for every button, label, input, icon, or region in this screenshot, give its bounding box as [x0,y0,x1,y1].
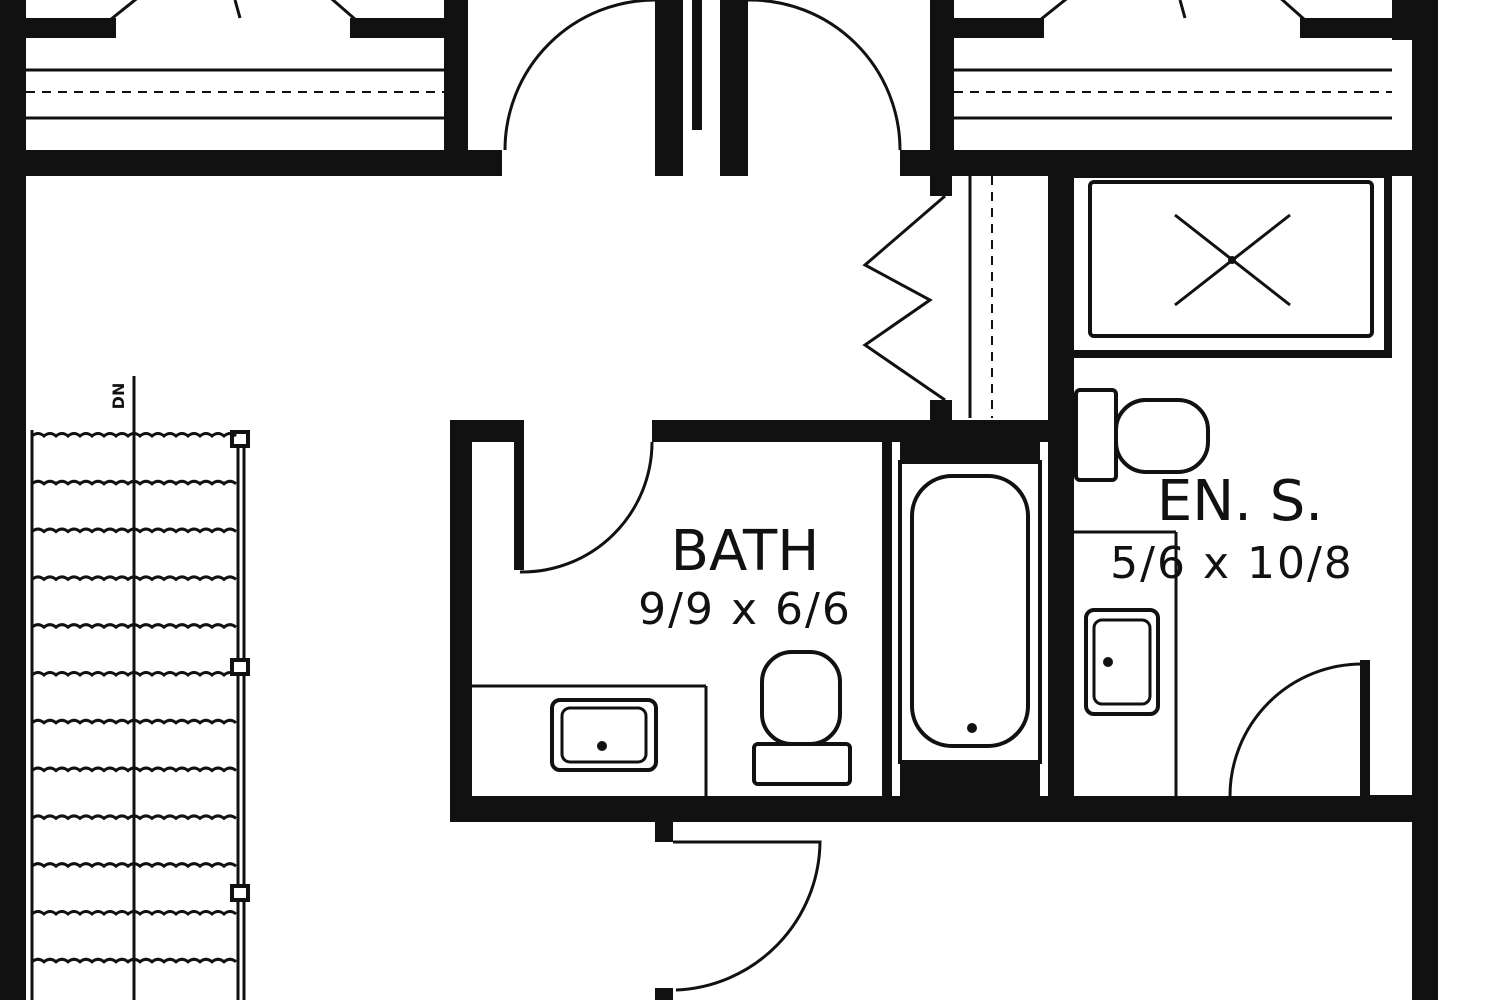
door-bottom [655,820,822,1000]
ensuite-vanity [1074,530,1178,796]
stair-tread [31,718,237,725]
stair-tread [31,910,237,916]
stair-tread [31,623,237,630]
shower-icon [1088,180,1374,338]
ensuite-room-name: EN. S. [1157,469,1323,534]
stair-tread [31,862,237,869]
closet-top-left [26,0,502,176]
bath-room-name: BATH [671,519,820,584]
stair-tread [31,479,237,486]
sink-icon [550,698,658,772]
stair-tread [31,957,237,964]
bath-room-dimensions: 9/9 x 6/6 [638,584,852,635]
ensuite-sink-icon [1084,608,1160,716]
door-top-center [503,0,902,176]
stairs [30,376,250,1000]
toilet-icon [752,650,852,786]
ensuite-door [1228,662,1363,797]
stair-tread [31,432,237,438]
ensuite-toilet-icon [1074,388,1210,482]
exterior-walls [0,0,1438,1000]
bath-door [519,441,654,574]
bathtub-icon [898,460,1042,764]
stairs-down-label: DN [109,383,128,410]
stair-tread [31,527,237,534]
ensuite-room-dimensions: 5/6 x 10/8 [1110,538,1354,589]
stair-tread [31,575,237,582]
linen-closet [862,176,993,420]
stair-tread [31,766,237,773]
stair-tread [31,671,237,677]
closet-top-right [900,0,1412,176]
bath-vanity [472,684,708,796]
stair-tread [31,814,237,821]
